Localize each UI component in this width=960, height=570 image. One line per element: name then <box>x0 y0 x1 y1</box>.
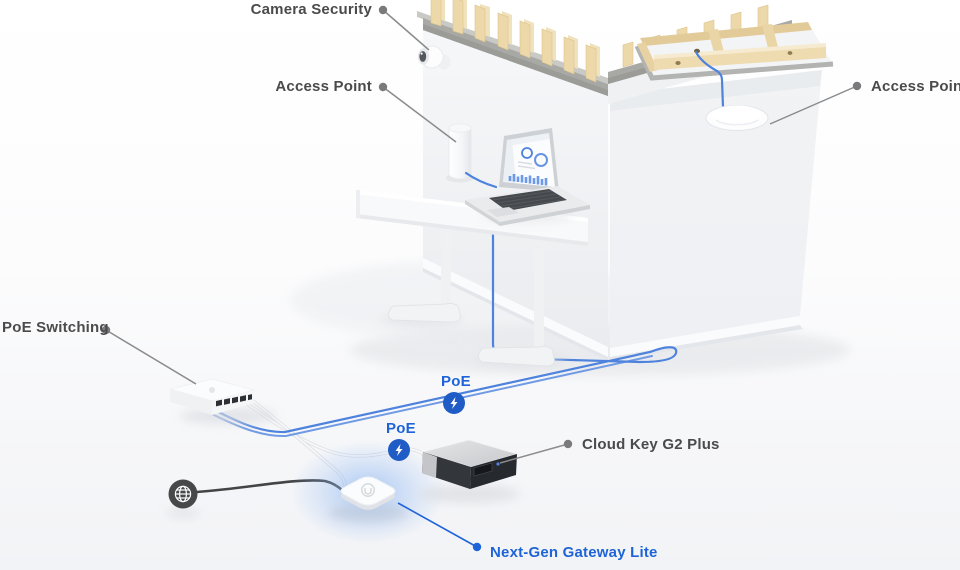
poe-injector-lower-badge <box>388 439 410 461</box>
lightning-bolt-icon <box>395 444 403 456</box>
label-poe-switching: PoE Switching <box>2 319 109 336</box>
laptop <box>465 128 590 226</box>
label-access-point-right: Access Point <box>871 78 960 95</box>
leader-dots <box>101 5 862 552</box>
security-camera <box>417 45 451 70</box>
label-cloud-key: Cloud Key G2 Plus <box>582 436 720 453</box>
globe-icon <box>174 485 192 503</box>
label-access-point-left: Access Point <box>275 78 372 95</box>
laptop-dashboard-screen <box>503 133 550 186</box>
lightning-bolt-icon <box>450 397 458 409</box>
label-camera-security: Camera Security <box>250 1 372 18</box>
label-poe-upper: PoE <box>441 373 471 390</box>
wall-left-framing <box>417 0 608 96</box>
cloud-key <box>420 439 520 503</box>
leader-lines <box>105 9 858 548</box>
poe-injector-upper-badge <box>443 392 465 414</box>
gateway <box>328 476 408 522</box>
internet-globe <box>166 479 200 518</box>
label-poe-lower: PoE <box>386 420 416 437</box>
wall-left <box>423 30 608 361</box>
ceiling-access-point <box>694 50 769 131</box>
label-gateway: Next-Gen Gateway Lite <box>490 544 658 561</box>
ceiling-joist-canopy <box>634 22 834 81</box>
poe-switch <box>168 378 276 424</box>
